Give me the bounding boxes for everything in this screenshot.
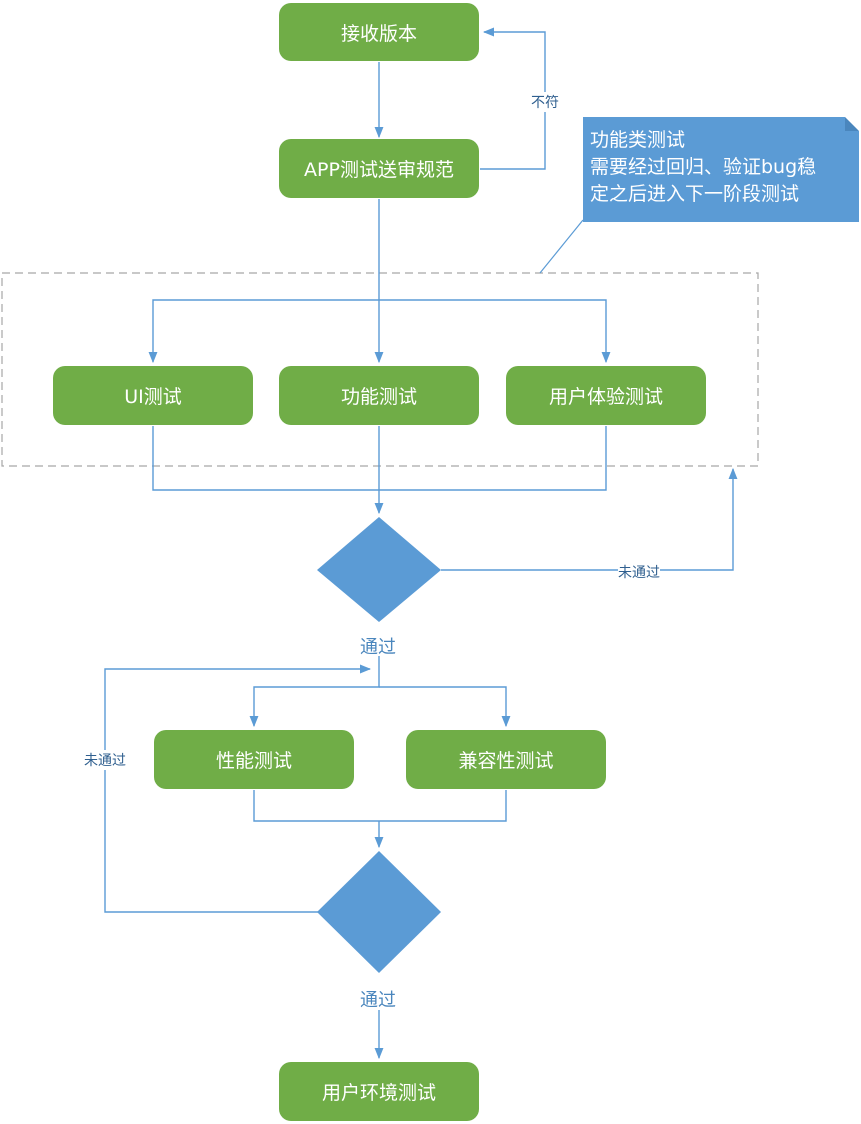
node-performance-test: 性能测试 bbox=[154, 730, 354, 789]
label-pass-2: 通过 bbox=[360, 990, 396, 1011]
edge-merge2 bbox=[253, 790, 507, 822]
edge-fail1-loop bbox=[441, 467, 738, 571]
callout-note: 功能类测试 需要经过回归、验证bug稳 定之后进入下一阶段测试 bbox=[583, 117, 859, 222]
edge-split-compat bbox=[379, 686, 511, 728]
node-function-test: 功能测试 bbox=[279, 366, 479, 425]
callout-pointer bbox=[539, 219, 584, 274]
callout-line-2: 需要经过回归、验证bug稳 bbox=[590, 156, 817, 178]
edge-pass1 bbox=[249, 656, 380, 728]
label-fail-2: 未通过 bbox=[84, 750, 126, 770]
decision-2 bbox=[317, 851, 441, 973]
decision-1 bbox=[317, 517, 441, 622]
edge-fail2-loop bbox=[104, 664, 372, 913]
label-not-match: 不符 bbox=[531, 92, 559, 112]
node-ux-test: 用户体验测试 bbox=[506, 366, 706, 425]
label-pass-1: 通过 bbox=[360, 637, 396, 658]
callout-line-3: 定之后进入下一阶段测试 bbox=[590, 183, 800, 205]
functional-group-box bbox=[1, 272, 759, 467]
label-fail-1: 未通过 bbox=[618, 562, 660, 582]
edge-split-ux bbox=[379, 299, 611, 364]
edge-split-ui bbox=[148, 299, 379, 364]
callout-line-1: 功能类测试 bbox=[590, 129, 686, 151]
node-ui-test: UI测试 bbox=[53, 366, 253, 425]
callout-fold bbox=[845, 117, 859, 131]
node-user-env-test: 用户环境测试 bbox=[279, 1062, 479, 1121]
node-app-spec: APP测试送审规范 bbox=[279, 139, 479, 198]
node-compatibility-test: 兼容性测试 bbox=[406, 730, 606, 789]
node-receive-version: 接收版本 bbox=[279, 3, 479, 61]
